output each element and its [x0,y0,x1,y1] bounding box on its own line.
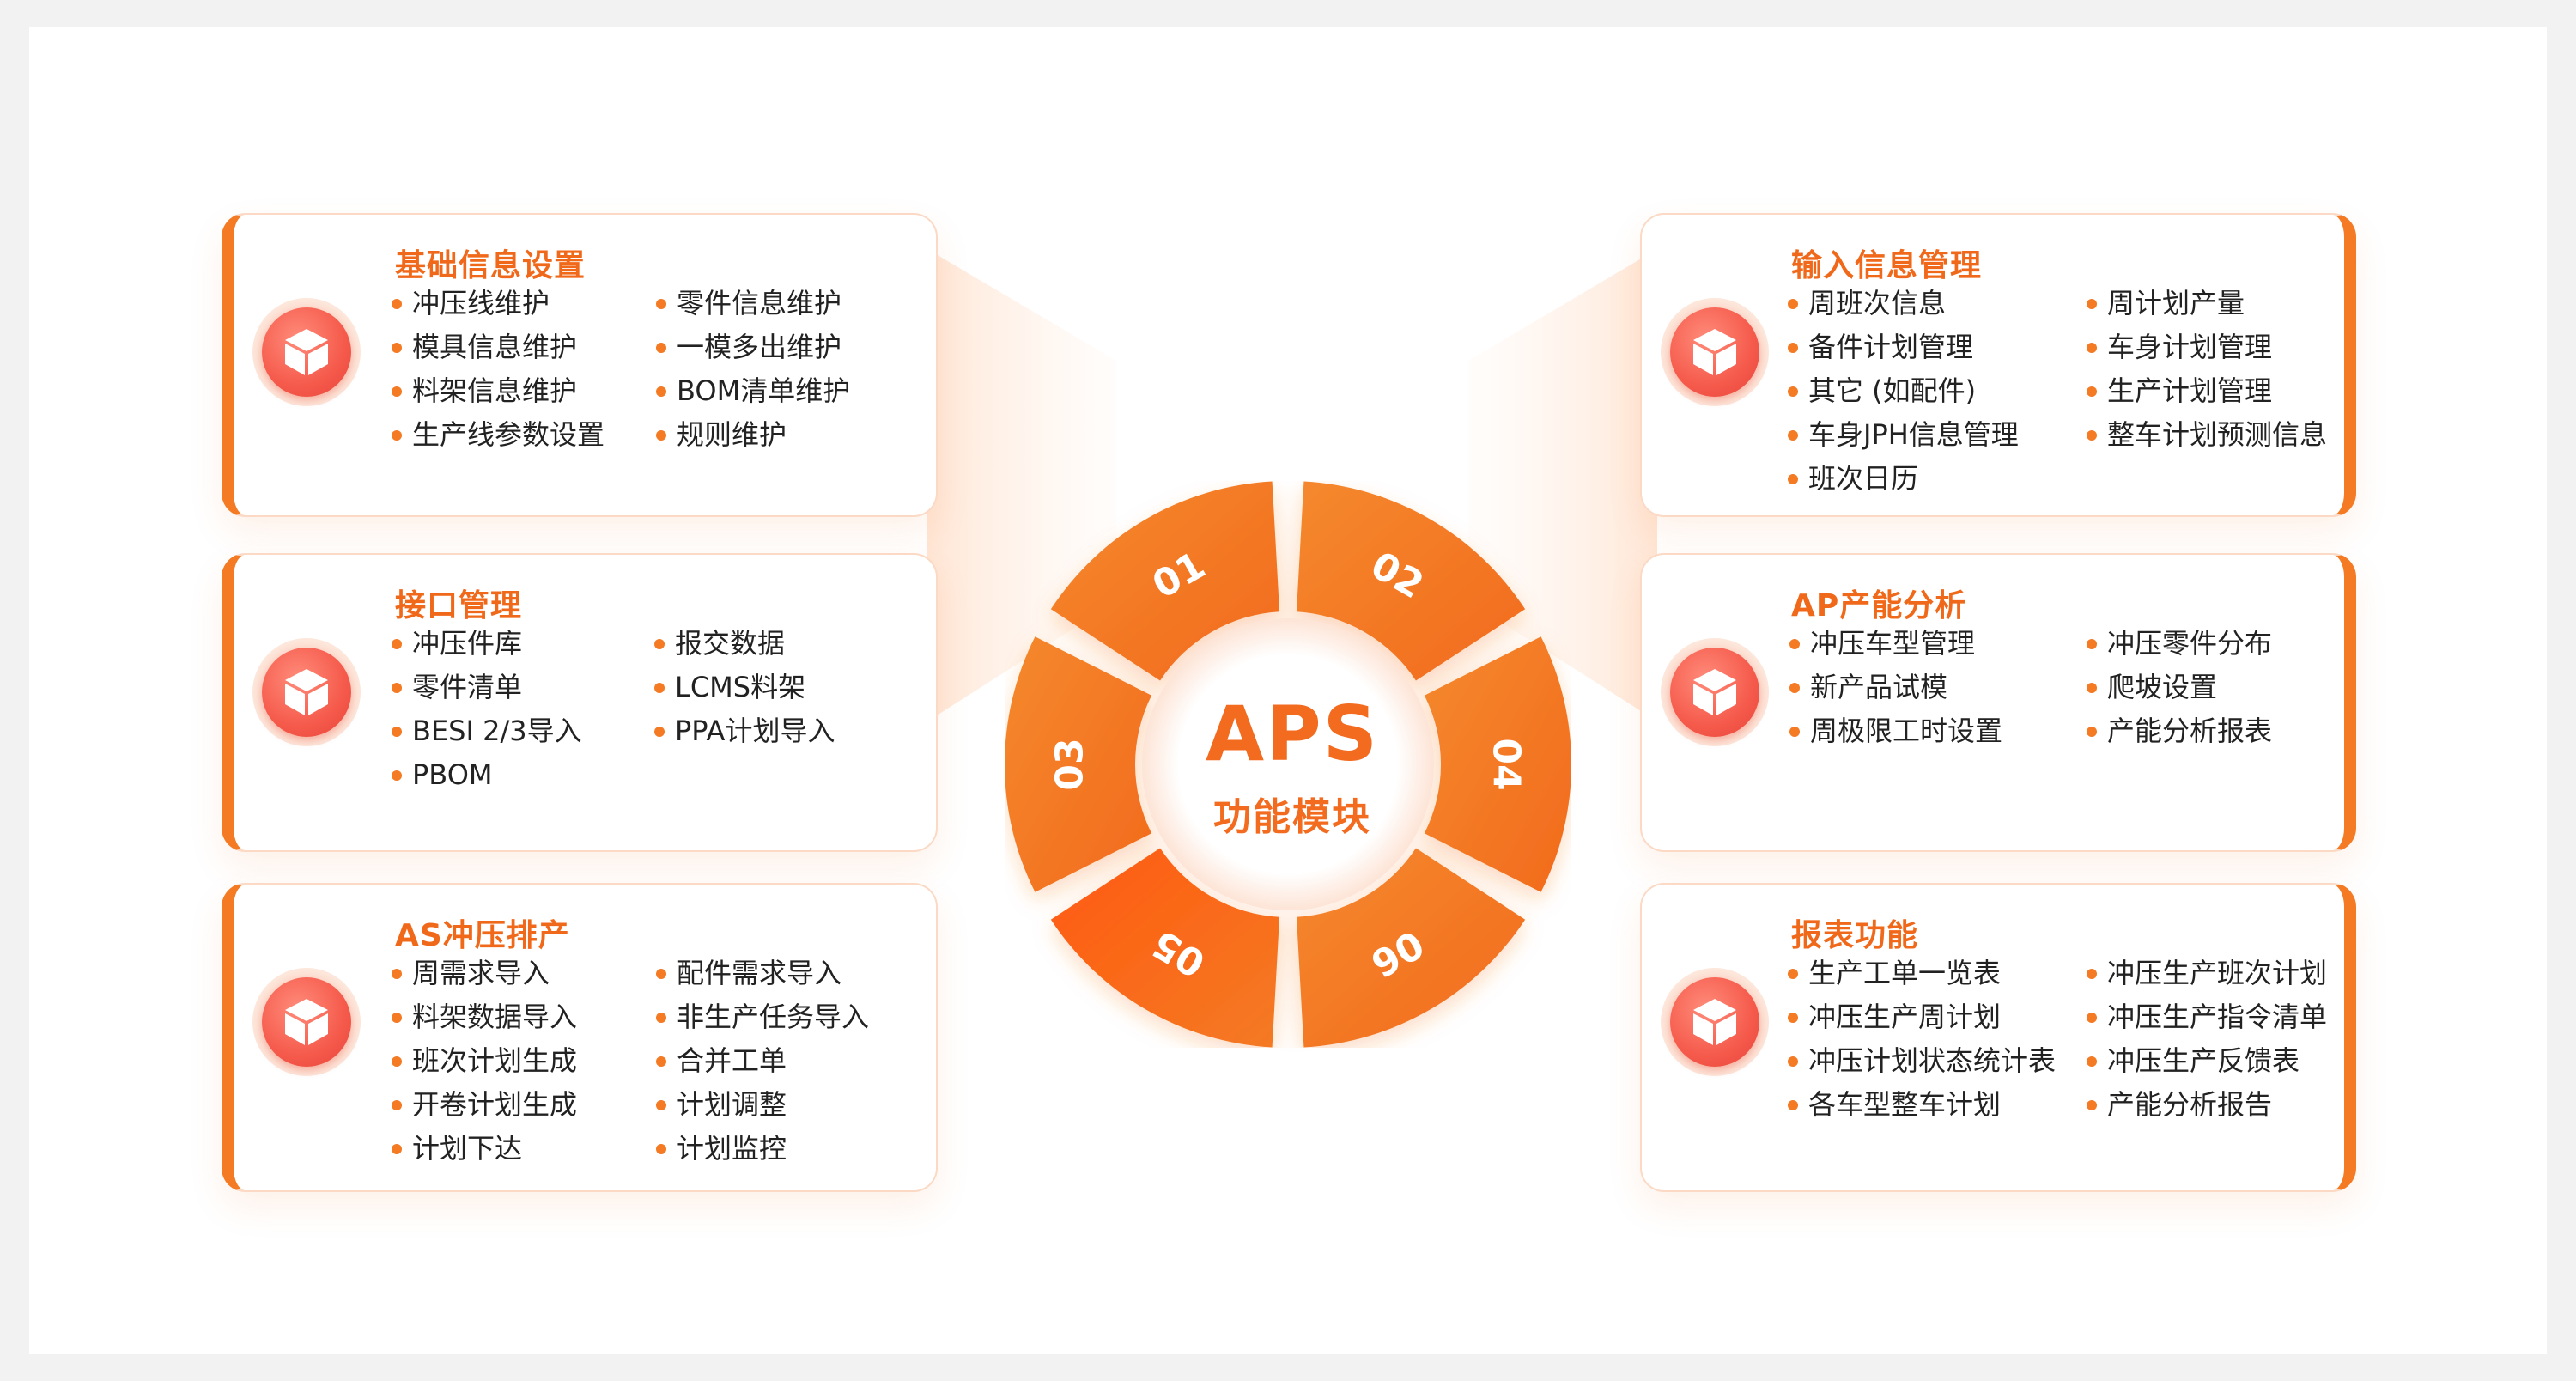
list-item: 周班次信息 [1786,282,2019,325]
panel-title: 输入信息管理 [1791,248,1983,283]
segment-label: 03 [1048,738,1092,790]
item-list-col2: 冲压零件分布 爬坡设置 产能分析报表 [2085,622,2272,753]
item-list-col2: 报交数据 LCMS料架 PPA计划导入 [653,622,835,753]
list-item: 报交数据 [653,622,835,666]
ring-segment [1296,481,1526,681]
list-item: 整车计划预测信息 [2085,413,2327,457]
list-item: 产能分析报表 [2085,709,2272,753]
list-item: 班次日历 [1786,457,2019,501]
item-list-col2: 配件需求导入 非生产任务导入 合并工单 计划调整 计划监控 [654,952,869,1171]
list-item: 冲压生产指令清单 [2085,995,2327,1039]
panel-title: AS冲压排产 [395,918,570,953]
list-item: 新产品试模 [1788,666,2002,709]
item-list-col1: 冲压线维护 模具信息维护 料架信息维护 生产线参数设置 [390,282,605,457]
item-list-col1: 周班次信息 备件计划管理 其它 (如配件) 车身JPH信息管理 班次日历 [1786,282,2019,501]
segment-label: 04 [1485,738,1528,790]
list-item: 开卷计划生成 [390,1083,577,1127]
ring-segment [1050,481,1280,681]
ring-segment [1424,636,1571,892]
list-item: 生产线参数设置 [390,413,605,457]
list-item: 零件清单 [390,666,582,709]
list-item: 周计划产量 [2085,282,2327,325]
center-title: APS [1206,690,1379,778]
list-item: 周需求导入 [390,952,577,995]
list-item: 料架信息维护 [390,369,605,413]
item-list-col1: 冲压车型管理 新产品试模 周极限工时设置 [1788,622,2002,753]
list-item: 生产工单一览表 [1786,952,2056,995]
center-inner-disc [1178,654,1398,874]
panel-title: 基础信息设置 [395,248,586,283]
list-item: 备件计划管理 [1786,325,2019,369]
list-item: 产能分析报告 [2085,1083,2327,1127]
list-item: 计划调整 [654,1083,869,1127]
list-item: 冲压零件分布 [2085,622,2272,666]
list-item: 其它 (如配件) [1786,369,2019,413]
panel-input-info: 输入信息管理 周班次信息 备件计划管理 其它 (如配件) 车身JPH信息管理 班… [1640,213,2356,517]
list-item: 料架数据导入 [390,995,577,1039]
item-list-col2: 零件信息维护 一模多出维护 BOM清单维护 规则维护 [654,282,850,457]
cube-icon [252,638,361,746]
panel-ap-capacity: AP产能分析 冲压车型管理 新产品试模 周极限工时设置 冲压零件分布 爬坡设置 … [1640,553,2356,852]
list-item: BOM清单维护 [654,369,850,413]
list-item: 冲压线维护 [390,282,605,325]
panel-interface: 接口管理 冲压件库 零件清单 BESI 2/3导入 PBOM 报交数据 LCMS… [222,553,938,852]
list-item: 冲压生产班次计划 [2085,952,2327,995]
list-item: 冲压件库 [390,622,582,666]
item-list-col1: 周需求导入 料架数据导入 班次计划生成 开卷计划生成 计划下达 [390,952,577,1171]
list-item: 班次计划生成 [390,1039,577,1083]
list-item: 配件需求导入 [654,952,869,995]
panel-title: 接口管理 [395,588,523,624]
panel-as-scheduling: AS冲压排产 周需求导入 料架数据导入 班次计划生成 开卷计划生成 计划下达 配… [222,883,938,1192]
cube-icon [1661,298,1769,406]
list-item: 模具信息维护 [390,325,605,369]
list-item: PPA计划导入 [653,709,835,753]
list-item: 零件信息维护 [654,282,850,325]
list-item: 一模多出维护 [654,325,850,369]
list-item: 各车型整车计划 [1786,1083,2056,1127]
cube-icon [1661,968,1769,1076]
list-item: 爬坡设置 [2085,666,2272,709]
list-item: BESI 2/3导入 [390,709,582,753]
panel-title: AP产能分析 [1791,588,1967,624]
ring-segment [1296,848,1526,1048]
list-item: 计划下达 [390,1127,577,1171]
list-item: 车身JPH信息管理 [1786,413,2019,457]
list-item: 周极限工时设置 [1788,709,2002,753]
item-list-col1: 冲压件库 零件清单 BESI 2/3导入 PBOM [390,622,582,797]
list-item: 冲压生产周计划 [1786,995,2056,1039]
list-item: 冲压生产反馈表 [2085,1039,2327,1083]
panel-title: 报表功能 [1791,918,1919,953]
list-item: PBOM [390,753,582,797]
list-item: LCMS料架 [653,666,835,709]
list-item: 冲压车型管理 [1788,622,2002,666]
ring-segment [1005,636,1152,892]
list-item: 非生产任务导入 [654,995,869,1039]
panel-basic-info: 基础信息设置 冲压线维护 模具信息维护 料架信息维护 生产线参数设置 零件信息维… [222,213,938,517]
cube-icon [252,298,361,406]
item-list-col2: 周计划产量 车身计划管理 生产计划管理 整车计划预测信息 [2085,282,2327,457]
cube-icon [1661,638,1769,746]
list-item: 车身计划管理 [2085,325,2327,369]
cube-icon [252,968,361,1076]
panel-reports: 报表功能 生产工单一览表 冲压生产周计划 冲压计划状态统计表 各车型整车计划 冲… [1640,883,2356,1192]
item-list-col1: 生产工单一览表 冲压生产周计划 冲压计划状态统计表 各车型整车计划 [1786,952,2056,1127]
list-item: 计划监控 [654,1127,869,1171]
list-item: 生产计划管理 [2085,369,2327,413]
list-item: 冲压计划状态统计表 [1786,1039,2056,1083]
center-subtitle: 功能模块 [1213,795,1371,839]
list-item: 合并工单 [654,1039,869,1083]
item-list-col2: 冲压生产班次计划 冲压生产指令清单 冲压生产反馈表 产能分析报告 [2085,952,2327,1127]
ring-segment [1050,848,1280,1048]
list-item: 规则维护 [654,413,850,457]
